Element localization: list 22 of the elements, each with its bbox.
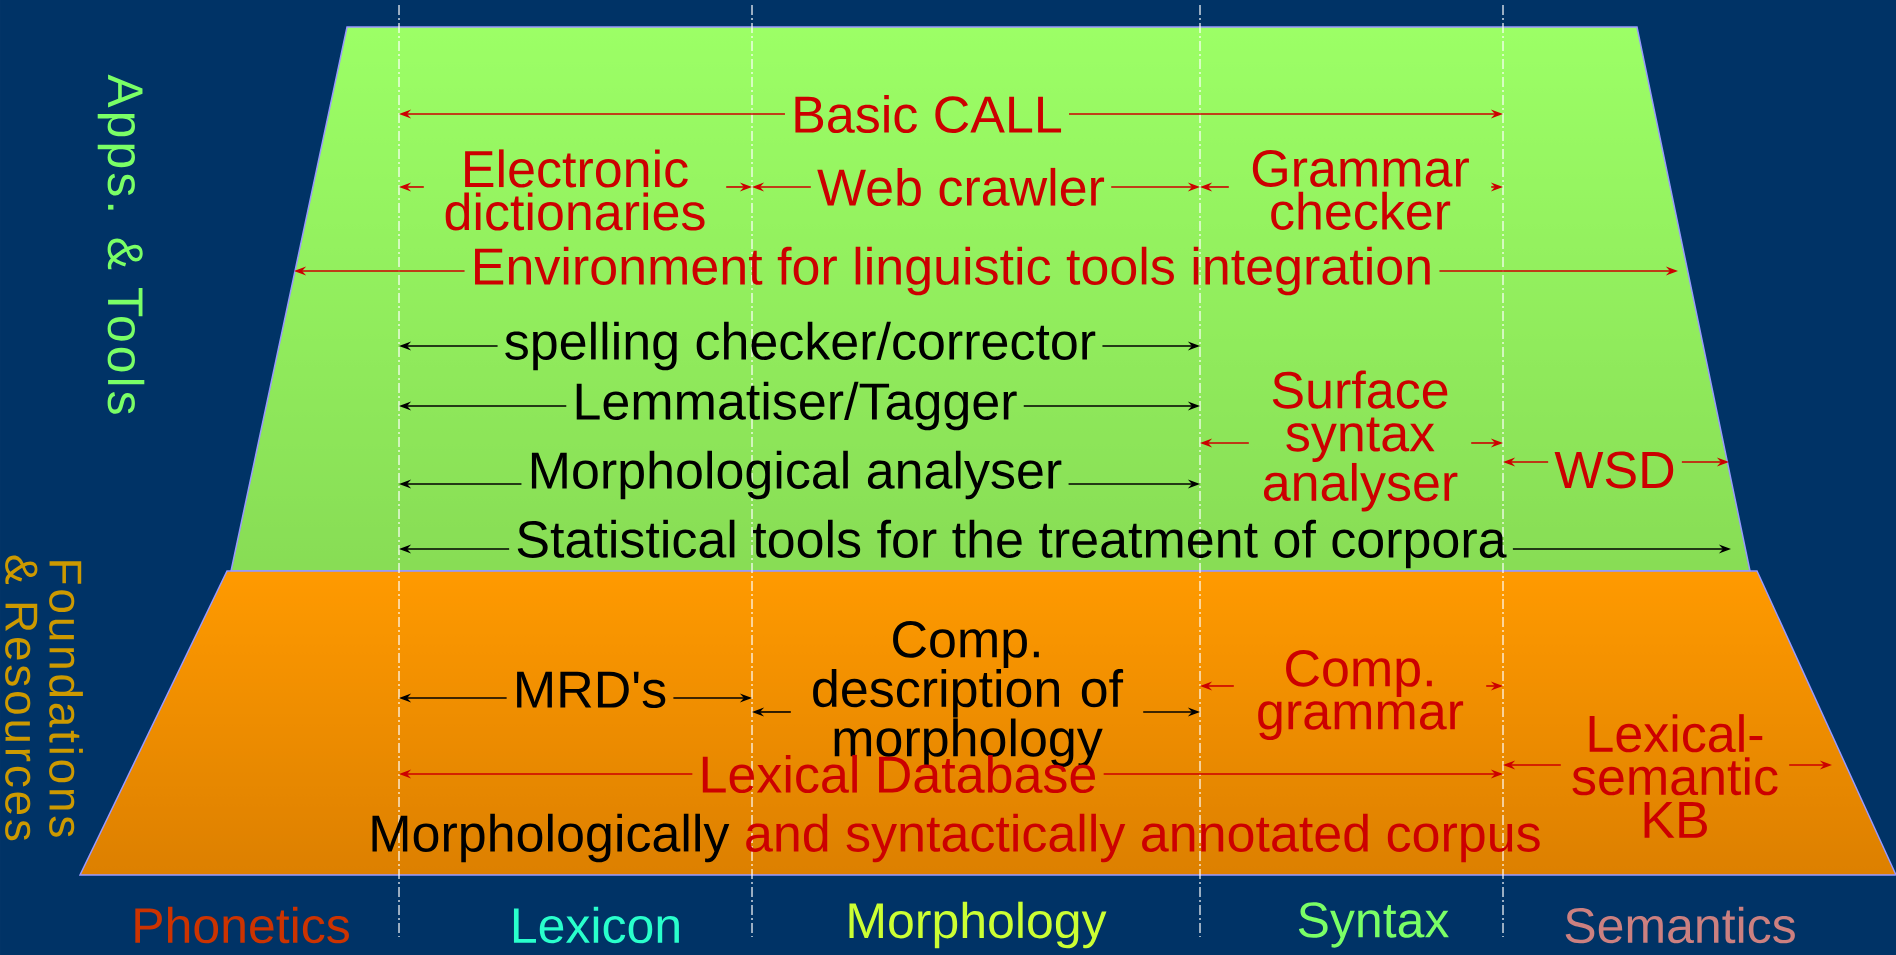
tool-label: WSD <box>1554 451 1674 489</box>
tool-label: Electronic dictionaries <box>445 149 705 231</box>
tool-label: Statistical tools for the treatment of corpora <box>517 519 1507 569</box>
tool-label: Lemmatiser/Tagger <box>576 381 1017 431</box>
node-label: Apps. & Tools <box>97 74 145 414</box>
tool-label: Surface syntax analyser <box>1263 370 1458 512</box>
node-label: Foundations & Resources <box>5 555 83 841</box>
tool-label: spelling checker/corrector <box>505 321 1096 371</box>
tool-label: Environment for linguistic tools integration <box>475 246 1430 296</box>
tool-label: MRD's <box>517 671 666 709</box>
tool-label: Comp. grammar <box>1258 649 1464 741</box>
column-label: Phonetics <box>135 906 349 944</box>
tool-label: Grammar checker <box>1252 150 1469 230</box>
column-label: Semantics <box>1565 906 1795 944</box>
tool-label: Lexical-semantic KB <box>1572 714 1778 838</box>
column-label: Morphology <box>849 901 1107 949</box>
tool-label: Basic CALL <box>795 94 1062 134</box>
tool-label: Web crawler <box>817 167 1105 207</box>
column-label: Syntax <box>1298 902 1449 948</box>
column-label: Lexicon <box>513 906 679 944</box>
tool-label: Morphological analyser <box>531 450 1062 500</box>
tool-label: Morphologically and syntactically annotated corpus <box>372 813 1540 863</box>
